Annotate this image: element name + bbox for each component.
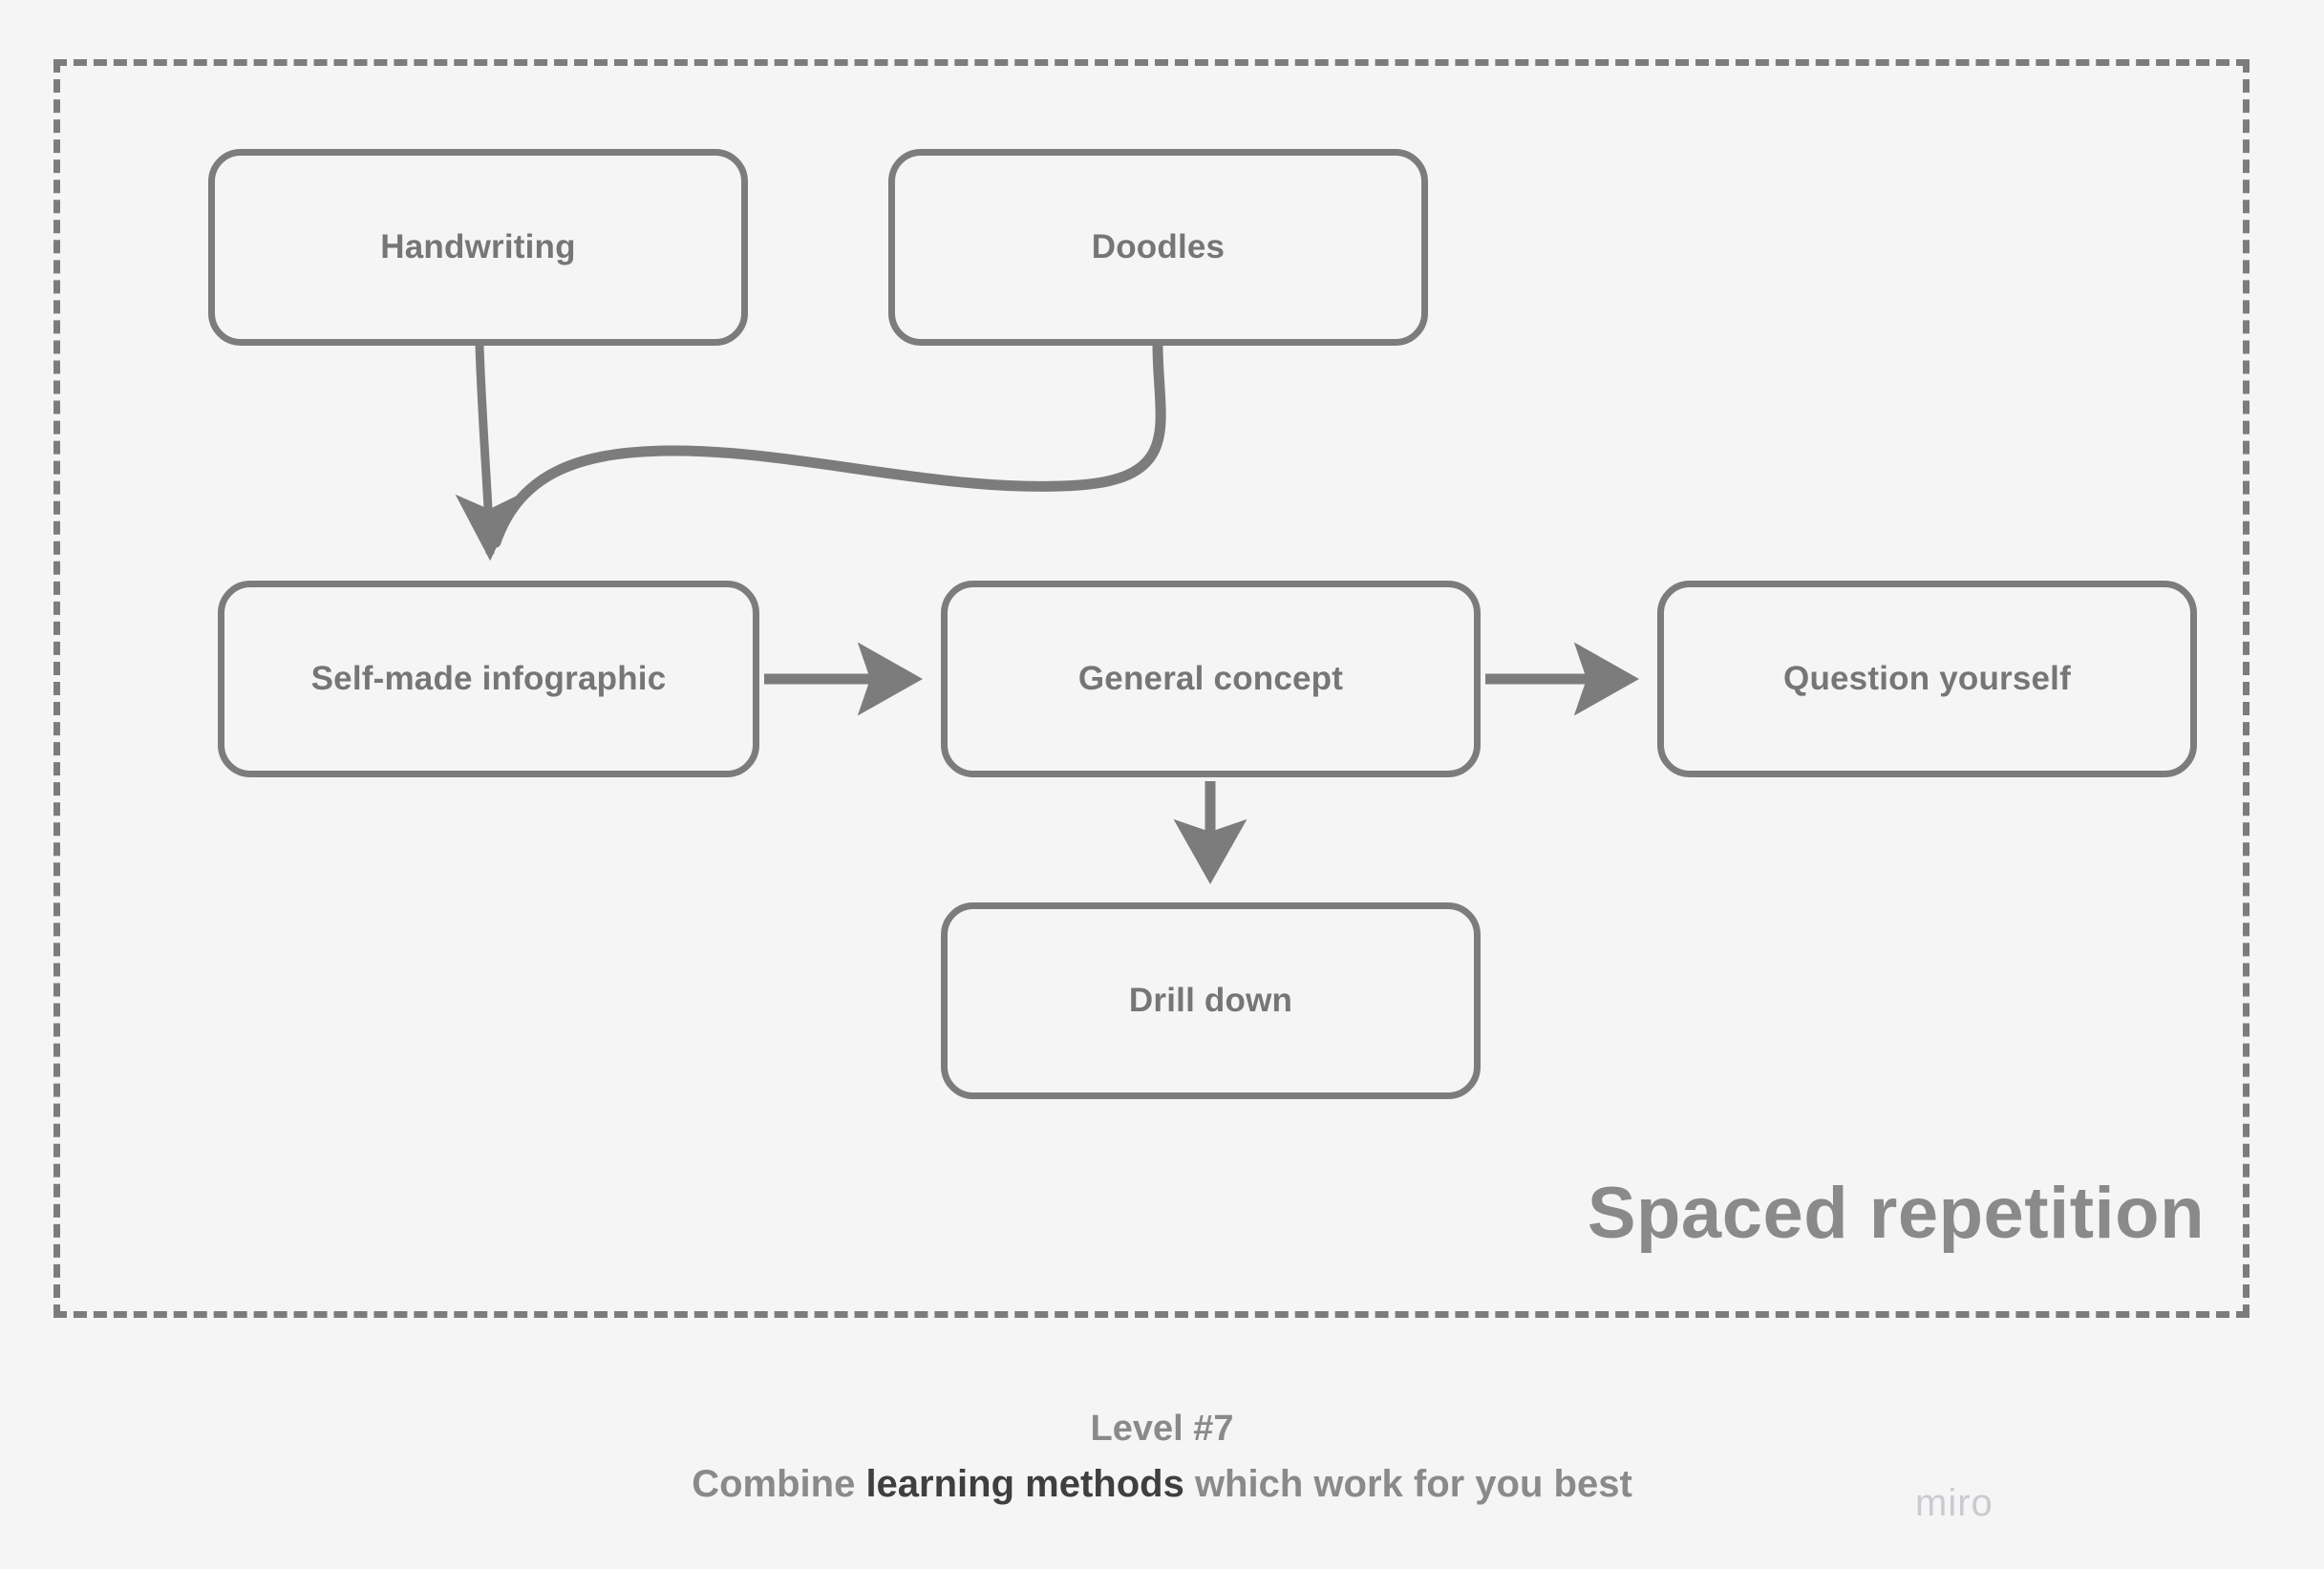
footer-caption-before: Combine — [692, 1462, 866, 1505]
node-handwriting[interactable]: Handwriting — [208, 149, 748, 346]
node-handwriting-label: Handwriting — [380, 228, 576, 265]
node-drill-down-label: Drill down — [1128, 982, 1293, 1019]
footer-caption: Combine learning methods which work for … — [0, 1460, 2324, 1508]
spaced-repetition-group-frame[interactable] — [53, 59, 2249, 1318]
footer-caption-emphasis: learning methods — [865, 1462, 1184, 1505]
footer: Level #7 Combine learning methods which … — [0, 1407, 2324, 1508]
group-title: Spaced repetition — [1587, 1173, 2205, 1254]
node-question-yourself[interactable]: Question yourself — [1657, 581, 2197, 777]
miro-watermark: miro — [1915, 1482, 1994, 1524]
node-doodles-label: Doodles — [1091, 228, 1226, 265]
node-question-yourself-label: Question yourself — [1783, 660, 2071, 697]
node-doodles[interactable]: Doodles — [888, 149, 1428, 346]
node-self-made-infographic[interactable]: Self-made infographic — [218, 581, 759, 777]
node-self-made-infographic-label: Self-made infographic — [310, 660, 667, 697]
node-general-concept-label: General concept — [1077, 660, 1344, 697]
footer-level: Level #7 — [1090, 1409, 1234, 1449]
node-drill-down[interactable]: Drill down — [941, 902, 1481, 1099]
node-general-concept[interactable]: General concept — [941, 581, 1481, 777]
footer-caption-after: which work for you best — [1183, 1462, 1632, 1505]
